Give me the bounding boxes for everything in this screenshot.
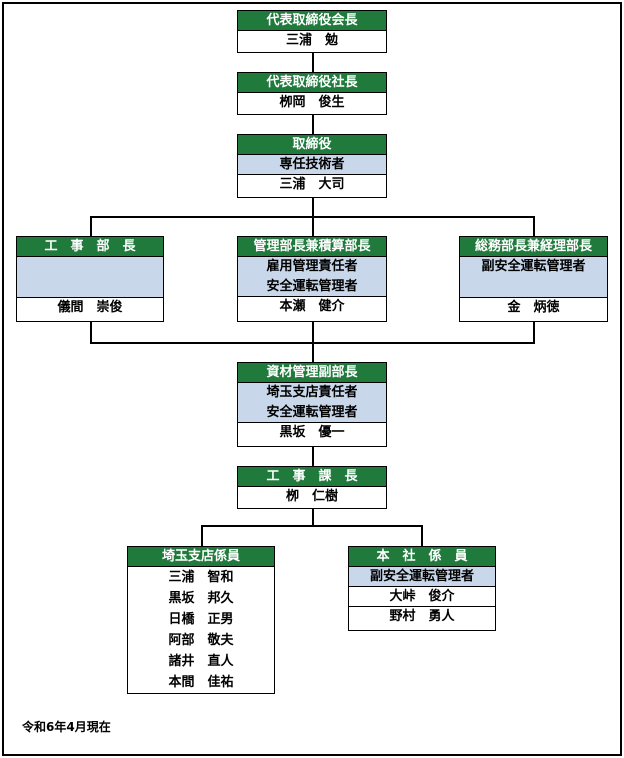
saitama-staff-member: 本間 佳祐 (168, 675, 234, 690)
connector-to-general-affairs-head (533, 216, 535, 236)
general-affairs-head-box: 総務部長兼経理部長 副安全運転管理者 金 炳徳 (459, 236, 608, 322)
general-affairs-head-title: 総務部長兼経理部長 (460, 237, 607, 257)
construction-section-title: 工 事 課 長 (238, 467, 386, 487)
connector-president-director (312, 114, 314, 134)
connector-department-bottom-bar (90, 342, 535, 344)
management-head-box: 管理部長兼積算部長 雇用管理責任者 安全運転管理者 本瀬 健介 (237, 236, 387, 322)
management-head-name: 本瀬 健介 (279, 299, 345, 314)
connector-staff-bar (201, 525, 423, 527)
director-box: 取締役 専任技術者 三浦 大司 (237, 134, 387, 198)
general-affairs-head-role-area: 副安全運転管理者 (460, 257, 607, 298)
connector-materials-section (312, 446, 314, 466)
president-name: 栁岡 俊生 (279, 95, 345, 110)
chairman-name: 三浦 勉 (285, 33, 338, 48)
saitama-staff-member: 諸井 直人 (168, 654, 234, 669)
saitama-staff-member: 黒坂 邦久 (168, 591, 234, 606)
connector-to-hq-staff (421, 525, 423, 547)
connector-construction-head-down (90, 321, 92, 343)
saitama-staff-member: 三浦 智和 (168, 570, 234, 585)
materials-deputy-name: 黒坂 優一 (279, 425, 345, 440)
general-affairs-head-role-1: 副安全運転管理者 (460, 257, 607, 277)
construction-section-name: 栁 仁樹 (285, 489, 338, 504)
saitama-staff-title: 埼玉支店係員 (128, 547, 274, 567)
connector-to-saitama-staff (201, 525, 203, 547)
hq-staff-role: 副安全運転管理者 (349, 567, 495, 587)
president-title: 代表取締役社長 (238, 73, 386, 93)
management-head-role-2: 安全運転管理者 (238, 277, 386, 297)
chairman-title: 代表取締役会長 (238, 11, 386, 31)
saitama-staff-box: 埼玉支店係員 三浦 智和 黒坂 邦久 日橋 正男 阿部 敬夫 諸井 直人 本間 … (127, 546, 275, 694)
general-affairs-head-name: 金 炳徳 (507, 300, 560, 315)
connector-chairman-president (312, 52, 314, 72)
hq-staff-box: 本 社 係 員 副安全運転管理者 大峠 俊介 野村 勇人 (348, 546, 496, 631)
saitama-staff-member: 日橋 正男 (168, 612, 234, 627)
materials-deputy-role-1: 埼玉支店責任者 (238, 383, 386, 403)
connector-to-construction-head (90, 216, 92, 236)
director-name: 三浦 大司 (279, 177, 345, 192)
management-head-title: 管理部長兼積算部長 (238, 237, 386, 257)
materials-deputy-role-2: 安全運転管理者 (238, 403, 386, 423)
construction-head-box: 工 事 部 長 儀間 崇俊 (16, 236, 164, 322)
construction-head-role-area (17, 257, 163, 298)
connector-section-staff (312, 508, 314, 526)
management-head-role-1: 雇用管理責任者 (238, 257, 386, 277)
construction-section-box: 工 事 課 長 栁 仁樹 (237, 466, 387, 509)
materials-deputy-box: 資材管理副部長 埼玉支店責任者 安全運転管理者 黒坂 優一 (237, 362, 387, 447)
president-box: 代表取締役社長 栁岡 俊生 (237, 72, 387, 115)
connector-to-management-head (312, 216, 314, 236)
as-of-date-note: 令和6年4月現在 (22, 720, 111, 734)
hq-staff-member: 大峠 俊介 (349, 587, 495, 607)
director-role: 専任技術者 (238, 155, 386, 175)
construction-head-name: 儀間 崇俊 (57, 300, 123, 315)
connector-director-branch (312, 197, 314, 217)
saitama-staff-member: 阿部 敬夫 (168, 633, 234, 648)
hq-staff-member: 野村 勇人 (389, 609, 455, 624)
connector-general-affairs-head-down (533, 321, 535, 343)
hq-staff-title: 本 社 係 員 (349, 547, 495, 567)
director-title: 取締役 (238, 135, 386, 155)
chairman-box: 代表取締役会長 三浦 勉 (237, 10, 387, 53)
materials-deputy-title: 資材管理副部長 (238, 363, 386, 383)
construction-head-title: 工 事 部 長 (17, 237, 163, 257)
